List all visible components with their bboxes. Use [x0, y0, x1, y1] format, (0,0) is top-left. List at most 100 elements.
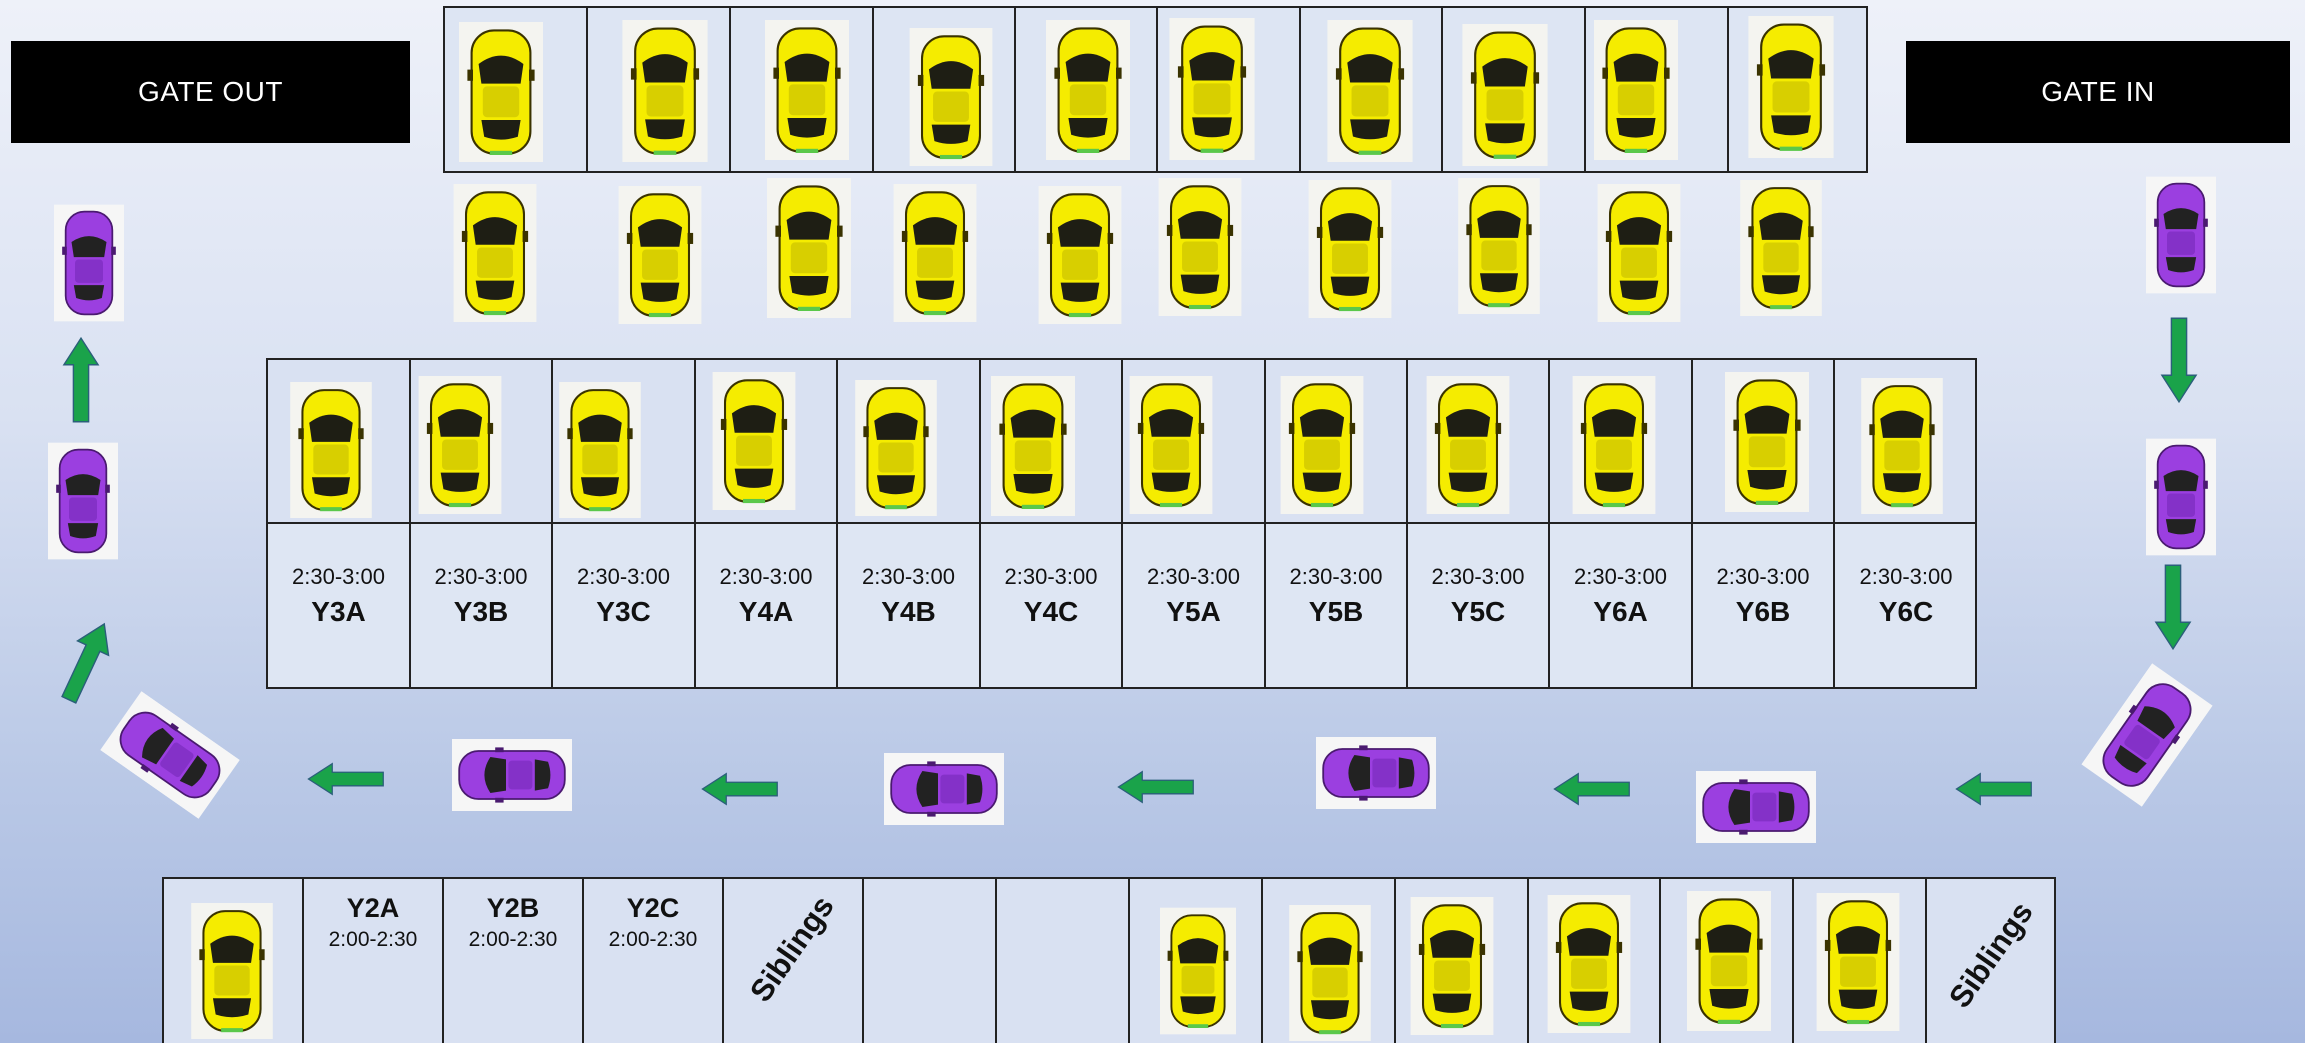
- parking-bay: [1016, 8, 1158, 171]
- parking-bay: [1123, 360, 1266, 522]
- queued-car: [1590, 184, 1688, 322]
- pickup-zone-y2b: Y2B 2:00-2:30: [444, 879, 584, 1043]
- parking-bay: [268, 360, 411, 522]
- siblings-label: Siblings: [742, 889, 841, 1009]
- pickup-zone-y2a: Y2A 2:00-2:30: [304, 879, 444, 1043]
- parking-bay: [1130, 879, 1263, 1043]
- parking-bay: [445, 8, 588, 171]
- zone-class: Y6C: [1878, 596, 1934, 627]
- parked-car: [1040, 20, 1136, 160]
- parking-bay: [731, 8, 874, 171]
- zone-class: Y2A: [346, 893, 400, 923]
- parked-car: [1272, 376, 1372, 514]
- parking-bay: [1443, 8, 1586, 171]
- zone-time: 2:00-2:30: [328, 928, 418, 951]
- zone-class: Y5C: [1450, 596, 1506, 627]
- zone-time: 2:30-3:00: [577, 564, 670, 589]
- siblings-bay: Siblings: [724, 879, 864, 1043]
- parked-car: [284, 382, 378, 518]
- arrow-down-icon: [2154, 564, 2192, 652]
- zone-class: Y6B: [1735, 596, 1791, 627]
- queued-car: [447, 184, 543, 322]
- zone-class: Y3A: [311, 596, 366, 627]
- zone-time: 2:30-3:00: [1716, 564, 1810, 589]
- parked-car: [1418, 376, 1518, 514]
- zone-time: 2:30-3:00: [434, 564, 528, 589]
- queued-car: [1302, 180, 1398, 318]
- parked-car: [1566, 376, 1662, 514]
- parked-car: [983, 376, 1083, 516]
- parking-bay: [588, 8, 731, 171]
- parking-bay: [1263, 879, 1396, 1043]
- parked-car: [704, 372, 804, 510]
- parked-car: [413, 376, 507, 514]
- parked-car: [759, 20, 855, 160]
- parking-bay: [1586, 8, 1729, 171]
- queued-car: [1732, 180, 1830, 316]
- zone-class: Y5B: [1308, 596, 1364, 627]
- parking-bay: [1550, 360, 1693, 522]
- parked-car: [848, 380, 944, 516]
- parked-car: [1719, 372, 1815, 512]
- arrow-left-icon: [1948, 772, 2038, 806]
- zone-class: Y2B: [486, 893, 540, 923]
- parking-bay: [553, 360, 696, 522]
- zone-class: Y4A: [738, 596, 794, 627]
- queued-car: [886, 184, 984, 322]
- moving-car: [48, 436, 118, 566]
- moving-car: [879, 753, 1009, 825]
- zone-class: Y5A: [1166, 596, 1221, 627]
- parked-car: [553, 382, 647, 518]
- moving-car: [54, 198, 124, 328]
- top-parking-row: [443, 6, 1868, 173]
- queued-car: [612, 186, 708, 324]
- parked-car: [1404, 897, 1500, 1035]
- parked-car: [1457, 24, 1553, 166]
- parked-car: [620, 20, 710, 162]
- zone-time: 2:30-3:00: [1004, 564, 1098, 589]
- moving-car: [96, 688, 244, 822]
- queued-car: [1032, 186, 1128, 324]
- siblings-bay: Siblings: [1927, 879, 2056, 1043]
- empty-bay: [997, 879, 1130, 1043]
- zone-class: Y3B: [453, 596, 509, 627]
- parking-bay: [1693, 360, 1835, 522]
- moving-car: [2079, 661, 2214, 810]
- arrow-left-icon: [694, 772, 784, 806]
- parked-car: [1160, 903, 1236, 1039]
- middle-parking-row: [266, 358, 1977, 524]
- parking-bay: [1158, 8, 1301, 171]
- zone-time: 2:30-3:00: [1289, 564, 1383, 589]
- moving-car: [2146, 432, 2216, 562]
- parked-car: [906, 28, 996, 166]
- parked-car: [1164, 18, 1260, 160]
- parked-car: [1283, 905, 1377, 1041]
- arrow-left-icon: [1546, 772, 1636, 806]
- parking-bay: [1408, 360, 1550, 522]
- moving-car: [2146, 170, 2216, 300]
- zone-time: 2:30-3:00: [1147, 564, 1240, 589]
- arrow-left-icon: [300, 762, 390, 796]
- empty-bay: [864, 879, 997, 1043]
- arrow-up-icon: [62, 334, 100, 424]
- moving-car: [447, 739, 577, 811]
- zone-time: 2:00-2:30: [468, 928, 558, 951]
- zone-class: Y3C: [596, 596, 651, 627]
- zone-time: 2:00-2:30: [608, 928, 698, 951]
- queued-car: [1152, 178, 1248, 316]
- parking-bay: [1661, 879, 1794, 1043]
- parked-car: [1743, 16, 1839, 158]
- parked-car: [1810, 893, 1906, 1031]
- zone-class: Y6A: [1593, 596, 1648, 627]
- gate-out-sign: GATE OUT: [11, 41, 410, 143]
- queued-car: [1450, 178, 1548, 314]
